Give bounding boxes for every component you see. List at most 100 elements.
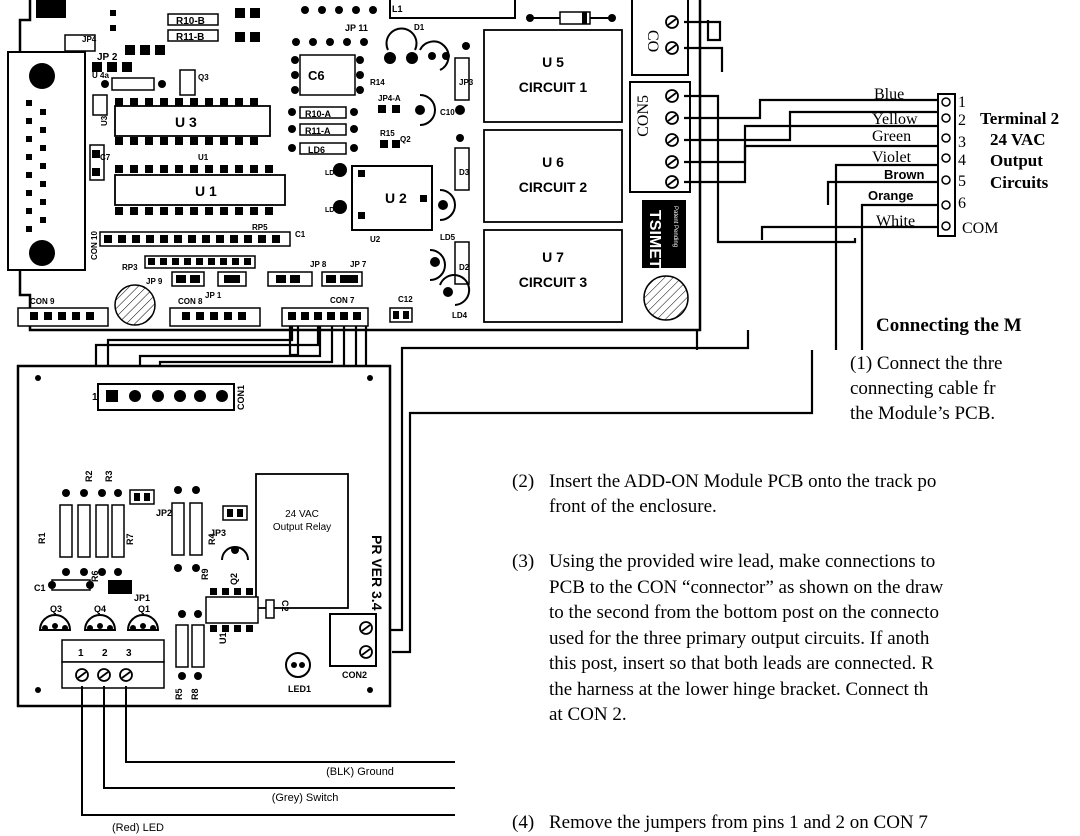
relay-u5: U 5 CIRCUIT 1 [483,29,623,123]
label-q4-addon: Q4 [94,604,106,614]
label-jp11: JP 11 [345,23,368,33]
label-r14: U 4a [92,71,109,80]
step-1-line-1: (1) Connect the thre [850,353,1003,374]
terminal-pin-4: 4 [958,152,966,169]
wires-con5 [684,20,945,350]
step-3-line-7: at CON 2. [549,704,627,725]
relay-u7-circuit: CIRCUIT 3 [519,274,588,290]
relay-u6-name: U 6 [542,154,564,170]
step-1-line-2: connecting cable fr [850,378,996,399]
label-jp2: JP 2 [97,52,118,63]
label-c1: C1 [295,230,306,239]
terminal-2-block: 1 2 3 4 5 6 COM Blue Yellow Green Violet… [868,86,1059,237]
terminal-pin-c: 3 [126,648,132,659]
label-c12: C12 [398,295,413,304]
label-u3-silk: U3 [100,115,109,126]
step-3-line-6: the harness at the lower hinge bracket. … [549,678,929,700]
label-r5: R5 [174,688,184,700]
label-jp7: JP 7 [350,260,367,269]
wire-label-violet: Violet [872,149,912,166]
label-r1: R1 [37,532,47,544]
step-3-line-4: used for the three primary output circui… [549,627,930,649]
label-con7: CON 7 [330,296,355,305]
terminal-pin-1: 1 [958,94,966,111]
label-jp1-addon: JP1 [134,593,150,603]
label-r2: R2 [84,470,94,482]
label-q2-addon: Q2 [229,573,239,585]
terminal-pin-com: COM [962,220,998,237]
wire-label-yellow: Yellow [872,111,918,128]
terminal-pin-b: 2 [102,648,108,659]
wire-label-green: Green [872,128,911,145]
label-r15: LD6 [308,145,325,155]
terminal-pin-a: 1 [78,648,84,659]
relay-label-1: 24 VAC [285,509,319,520]
label-r6: R6 [90,570,100,582]
wire-label-white: White [876,213,915,230]
relay-label-2: Output Relay [273,522,331,533]
label-c10: R15 [380,129,395,138]
label-ld5: LD5 [440,233,456,242]
step-4-line-1: Remove the jumpers from pins 1 and 2 on … [549,812,928,833]
lead-led: (Red) LED [112,822,164,834]
label-u1: U 1 [195,183,217,199]
label-l1: L1 [392,4,403,14]
dsub-connector [7,51,86,271]
label-r11a: R11-A [305,126,331,136]
terminal-pin-5: 5 [958,173,966,190]
label-c7: C7 [100,153,111,162]
label-jp9: JP 9 [146,277,163,286]
label-jp4a: JP4-A [378,94,401,103]
main-pcb: R10-B R11-B JP 11 L1 JP 2 JP4 U 4a Q3 C6 [7,0,702,332]
terminal-title: Terminal 2 [980,109,1059,128]
label-con1: CON1 [236,385,246,410]
step-3: Using the provided wire lead, make conne… [549,549,943,728]
label-r10a: R10-A [305,109,332,119]
terminal-pin-3: 3 [958,134,966,151]
wire-label-blue: Blue [874,86,904,103]
step-1: (1) Connect the thre connecting cable fr… [850,351,1002,426]
step-2-line-2: front of the enclosure. [549,496,717,517]
label-con10: CON 10 [90,231,99,260]
label-c6: R14 [370,78,385,87]
relay-u7: U 7 CIRCUIT 3 [483,229,623,323]
label-r9: R9 [200,568,210,580]
label-rp5: RP5 [252,223,268,232]
label-jp8: JP 8 [310,260,327,269]
label-co: CO [644,30,661,52]
lead-ground: (BLK) Ground [326,766,394,778]
brand-sub: Patent Pending [672,206,678,247]
step-3-line-2: PCB to the CON “connector” as shown on t… [549,576,944,598]
terminal-pin-2: 2 [958,112,966,129]
label-q1-addon: Q1 [138,604,150,614]
step-2-line-1: Insert the ADD-ON Module PCB onto the tr… [549,471,937,492]
step-3-line-3: to the second from the bottom post on th… [549,602,939,623]
label-u1-addon: U1 [218,632,228,644]
label-con9: CON 9 [30,297,55,306]
label-c1-addon: C1 [34,583,46,593]
output-leads [81,686,455,816]
label-r8: R8 [190,688,200,700]
step-4: Remove the jumpers from pins 1 and 2 on … [549,810,928,835]
step-1-line-3: the Module’s PCB. [850,403,996,424]
label-u3: U 3 [175,114,197,130]
label-q3-addon: Q3 [50,604,62,614]
label-r10b: R10-B [176,16,205,27]
label-ld1: LD1 [325,170,338,177]
label-con2: CON2 [342,670,367,680]
con1-pin1: 1 [92,392,98,403]
label-r4: R4 [207,533,217,545]
label-u1-silk: U1 [198,153,209,162]
label-r3: R3 [104,470,114,482]
label-jp1: JP 1 [205,291,222,300]
terminal-output: Output [990,151,1043,170]
label-r7: R7 [125,533,135,545]
step-2: Insert the ADD-ON Module PCB onto the tr… [549,469,936,519]
label-q2: Q2 [400,135,411,144]
label-jp2-addon: JP2 [156,508,172,518]
label-led1: LED1 [288,684,311,694]
label-con5: CON5 [635,95,652,137]
wire-label-orange: Orange [868,188,914,203]
label-d3: D3 [459,168,470,177]
